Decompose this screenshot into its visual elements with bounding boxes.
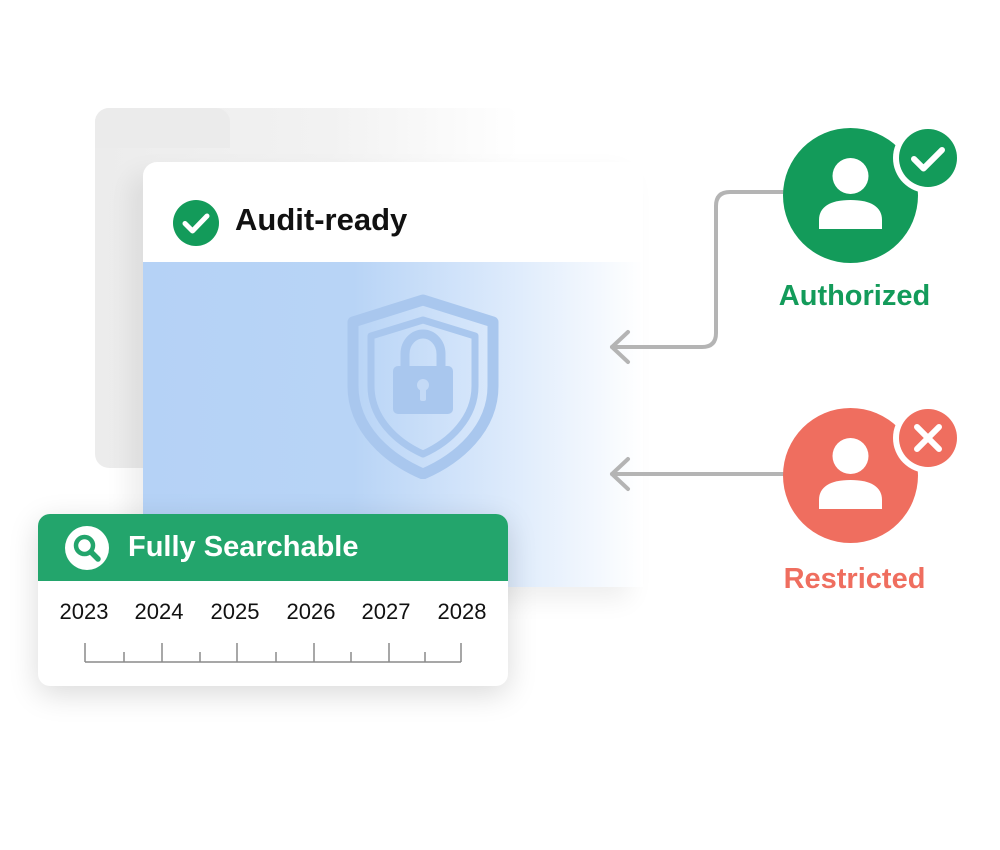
authorized-arrowhead [610, 330, 630, 364]
authorized-label: Authorized [778, 280, 931, 312]
year-label: 2026 [286, 599, 336, 624]
x-icon [893, 403, 963, 473]
magnifier-icon [65, 526, 109, 570]
year-label: 2024 [134, 599, 184, 624]
year-labels: 2023 2024 2025 2026 2027 2028 [38, 599, 508, 629]
year-label: 2027 [361, 599, 411, 624]
document-header: Audit-ready [143, 162, 643, 262]
check-circle-icon [173, 200, 219, 246]
year-label: 2028 [437, 599, 487, 624]
search-card: Fully Searchable 2023 2024 2025 2026 202… [38, 514, 508, 686]
search-header: Fully Searchable [38, 514, 508, 581]
authorized-user-avatar [783, 128, 918, 263]
background-folder-tab [95, 108, 230, 148]
year-label: 2025 [210, 599, 260, 624]
restricted-user-avatar [783, 408, 918, 543]
restricted-arrowhead [610, 457, 630, 491]
restricted-label: Restricted [783, 563, 926, 595]
authorized-connector [610, 190, 792, 349]
fully-searchable-title: Fully Searchable [128, 531, 359, 563]
check-icon [893, 123, 963, 193]
audit-ready-label: Audit-ready [235, 202, 408, 237]
shield-lock-icon [347, 294, 499, 479]
year-label: 2023 [59, 599, 109, 624]
timeline-ruler [84, 643, 462, 663]
